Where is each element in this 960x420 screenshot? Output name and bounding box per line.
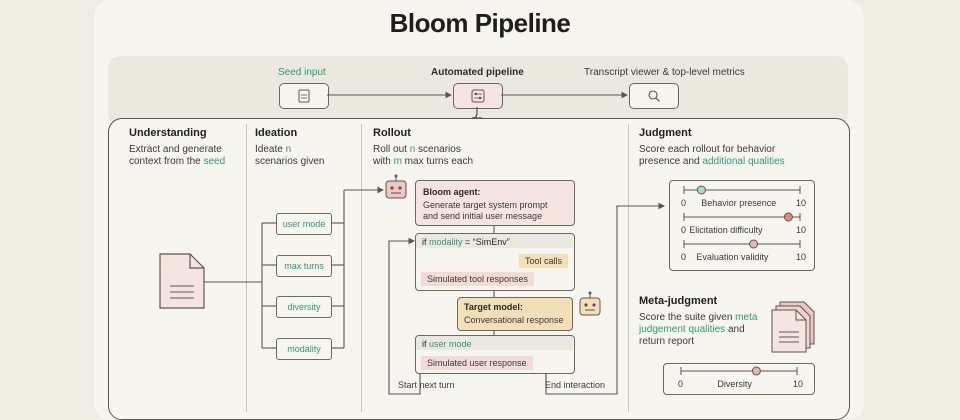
judgment-scale-2-label: Elicitation difficulty <box>689 225 763 235</box>
automated-pipeline-label: Automated pipeline <box>431 67 524 78</box>
meta-scale-label: Diversity <box>717 379 752 389</box>
bloom-agent-line2: and send initial user message <box>423 211 543 221</box>
divider-2 <box>361 124 362 412</box>
meta-scale-box <box>663 363 815 395</box>
ideation-n: n <box>285 144 292 155</box>
divider-3 <box>628 124 629 412</box>
pill-modality[interactable]: modality <box>276 338 332 360</box>
modality-if: if <box>422 237 430 247</box>
meta-scale-marker <box>751 366 761 376</box>
understanding-line1: Extract and generate <box>129 144 222 155</box>
understanding-line2-text: context from the <box>129 156 204 167</box>
sliders-icon <box>471 89 485 103</box>
judgment-line1: Score each rollout for behavior <box>639 144 776 155</box>
viewer-box[interactable] <box>629 83 679 109</box>
meta-word: meta <box>735 312 758 323</box>
judgment-scale-3-max: 10 <box>796 252 807 262</box>
rollout-title: Rollout <box>373 127 411 139</box>
seed-input-box[interactable] <box>279 83 329 109</box>
ideation-line2: scenarios given <box>255 156 325 167</box>
target-model-box <box>457 297 573 331</box>
judgment-scale-2-marker <box>783 212 793 222</box>
user-mode-if: if <box>422 339 430 349</box>
meta-line1: Score the suite given meta <box>639 312 757 324</box>
sim-user-label: Simulated user response <box>421 356 533 370</box>
end-interaction-label: End interaction <box>545 380 606 390</box>
seed-input-label: Seed input <box>278 67 326 78</box>
document-icon <box>298 89 310 103</box>
page-title: Bloom Pipeline <box>389 8 571 38</box>
understanding-seed-word: seed <box>203 156 226 167</box>
user-mode-header-bar <box>416 336 573 350</box>
ideation-title: Ideation <box>255 127 298 139</box>
modality-word: modality <box>429 237 463 247</box>
meta-line2-b: and <box>725 324 745 335</box>
judgment-scale-1-min: 0 <box>681 198 687 208</box>
modality-condition: if modality = “SimEnv” <box>422 236 510 248</box>
ideation-line1-text: Ideate <box>255 144 286 155</box>
target-model-title: Target model: <box>464 302 523 312</box>
rollout-line2-a: with <box>373 156 394 167</box>
rollout-line1-a: Roll out <box>373 144 410 155</box>
pill-user-mode[interactable]: user mode <box>276 213 332 235</box>
judgment-scale-1-label: Behavior presence <box>701 198 777 208</box>
meta-line2: judgement qualities and <box>639 324 745 336</box>
modality-value: = “SimEnv” <box>462 237 510 247</box>
pill-max-turns[interactable]: max turns <box>276 255 332 277</box>
bloom-agent-line1: Generate target system prompt <box>423 200 548 210</box>
sim-tool-label: Simulated tool responses <box>421 272 535 286</box>
magnifier-icon <box>648 90 660 102</box>
judgment-line2: presence and additional qualities <box>639 156 785 168</box>
modality-header-bar <box>416 234 573 248</box>
judgment-scale-3-marker <box>749 239 759 249</box>
understanding-title: Understanding <box>129 127 207 139</box>
judgment-scale-1-marker <box>696 185 706 195</box>
meta-judgement-qualities: judgement qualities <box>639 324 726 335</box>
judgment-scale-2-min: 0 <box>681 225 687 235</box>
meta-title: Meta-judgment <box>639 295 718 307</box>
meta-scale-min: 0 <box>678 379 684 389</box>
judgment-scale-2-max: 10 <box>796 225 807 235</box>
judgment-scale-1-max: 10 <box>796 198 807 208</box>
understanding-line2: context from the seed <box>129 156 225 168</box>
target-model-line: Conversational response <box>464 315 564 325</box>
ideation-line1: Ideate n <box>255 144 291 156</box>
user-mode-condition: if user mode <box>422 338 472 350</box>
rollout-line1-c: scenarios <box>415 144 461 155</box>
meta-line3: return report <box>639 336 695 347</box>
automated-pipeline-box[interactable] <box>453 83 503 109</box>
judgment-line2-a: presence and <box>639 156 703 167</box>
divider-1 <box>246 124 247 412</box>
pill-diversity[interactable]: diversity <box>276 296 332 318</box>
rollout-line2: with m max turns each <box>373 156 473 168</box>
rollout-m: m <box>393 156 402 167</box>
start-next-turn-label: Start next turn <box>398 380 455 390</box>
user-mode-word: user mode <box>429 339 472 349</box>
rollout-line1: Roll out n scenarios <box>373 144 461 156</box>
judgment-additional-qualities: additional qualities <box>702 156 785 167</box>
bloom-agent-title: Bloom agent: <box>423 187 481 197</box>
judgment-title: Judgment <box>639 127 692 139</box>
viewer-label: Transcript viewer & top-level metrics <box>584 67 745 78</box>
rollout-n: n <box>409 144 416 155</box>
meta-line1-a: Score the suite given <box>639 312 736 323</box>
judgment-scale-3-label: Evaluation validity <box>696 252 769 262</box>
meta-scale-max: 10 <box>793 379 804 389</box>
judgment-scale-3-min: 0 <box>681 252 687 262</box>
judgment-scales-box <box>669 180 815 271</box>
tool-calls-label: Tool calls <box>519 254 569 268</box>
rollout-line2-c: max turns each <box>401 156 474 167</box>
bloom-agent-box <box>415 180 575 226</box>
